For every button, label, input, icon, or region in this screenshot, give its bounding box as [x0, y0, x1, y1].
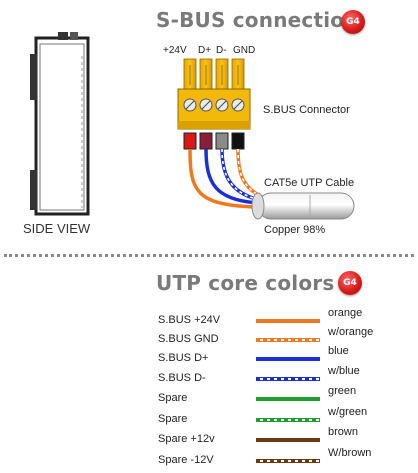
- color-name: blue: [328, 345, 349, 357]
- signal-label: S.BUS D+: [158, 352, 209, 364]
- wire-swatch-brown: [256, 438, 320, 442]
- device-side-rail-upper: [30, 54, 37, 100]
- copper-label: Copper 98%: [264, 224, 326, 236]
- signal-label: Spare -12V: [158, 454, 214, 466]
- ferrule-red: [183, 132, 197, 150]
- signal-label: Spare: [158, 413, 188, 425]
- wire-swatch-white-blue: [256, 377, 320, 381]
- wire-swatch-green: [256, 397, 320, 401]
- ferrule-gray: [215, 132, 229, 150]
- device-side-view-illustration: [30, 32, 90, 216]
- legend-row: Spare green: [158, 385, 398, 407]
- device-inner-frame: [39, 43, 85, 211]
- legend-row: S.BUS D- w/blue: [158, 365, 398, 387]
- device-top-clip: [58, 32, 68, 40]
- badge-text: G4: [343, 278, 357, 288]
- pin-label-d-minus: D-: [216, 45, 227, 56]
- signal-label: S.BUS GND: [158, 333, 219, 345]
- color-name: w/green: [328, 406, 368, 418]
- section-divider: [4, 254, 414, 257]
- utp-section-title: UTP core colors: [156, 271, 335, 295]
- g4-badge-icon: G4: [341, 10, 365, 34]
- wire-swatch-white-brown: [256, 459, 320, 463]
- pin-label-24v: +24V: [163, 45, 187, 56]
- color-name: w/blue: [328, 365, 360, 377]
- cable-label: CAT5e UTP Cable: [264, 177, 355, 189]
- device-top-clip-2: [70, 32, 78, 40]
- legend-row: Spare +12v brown: [158, 426, 398, 448]
- g4-badge-icon: G4: [338, 271, 362, 295]
- color-name: green: [328, 385, 357, 397]
- connector-label: S.BUS Connector: [263, 104, 350, 116]
- legend-row: S.BUS +24V orange: [158, 307, 398, 329]
- wire-orange: [188, 148, 256, 209]
- signal-label: S.BUS D-: [158, 372, 206, 384]
- pin-label-d-plus: D+: [198, 45, 212, 56]
- wire-swatch-white-green: [256, 418, 320, 422]
- sbus-section-title: S-BUS connection: [156, 8, 359, 32]
- badge-text: G4: [346, 17, 360, 27]
- legend-row: S.BUS GND w/orange: [158, 326, 398, 348]
- ferrule-black: [231, 132, 245, 150]
- screw-terminals: [183, 98, 245, 112]
- wire-blue: [204, 148, 259, 205]
- wire-swatch-white-orange: [256, 338, 320, 342]
- pin-label-gnd: GND: [233, 45, 256, 56]
- device-side-rail-lower: [30, 170, 37, 210]
- device-body: [34, 36, 90, 216]
- color-name: w/orange: [328, 326, 374, 338]
- wire-swatch-orange: [256, 319, 320, 323]
- color-name: brown: [328, 426, 358, 438]
- signal-label: Spare: [158, 392, 188, 404]
- wire-swatch-blue: [256, 357, 320, 361]
- utp-cable-jacket: [257, 192, 355, 220]
- legend-row: S.BUS D+ blue: [158, 345, 398, 367]
- color-name: W/brown: [328, 447, 372, 459]
- legend-row: Spare -12V W/brown: [158, 447, 398, 469]
- signal-label: S.BUS +24V: [158, 314, 221, 326]
- side-view-label: SIDE VIEW: [23, 221, 91, 236]
- ferrule-darkred: [199, 132, 213, 150]
- signal-label: Spare +12v: [158, 433, 215, 445]
- color-name: orange: [328, 307, 363, 319]
- sbus-connector-wiring-illustration: [177, 58, 355, 220]
- legend-row: Spare w/green: [158, 406, 398, 428]
